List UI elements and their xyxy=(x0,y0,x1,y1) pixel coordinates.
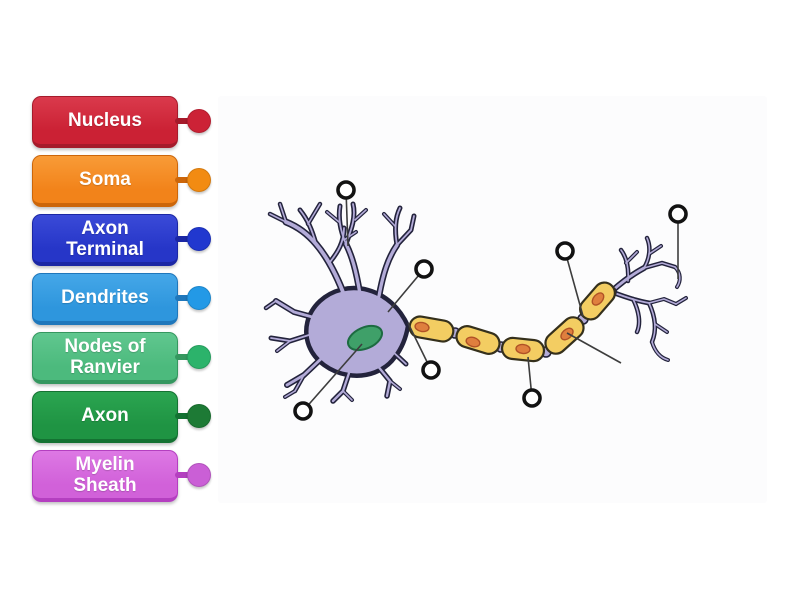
schwann-cell-nuclei xyxy=(414,292,605,355)
drop-target-soma[interactable] xyxy=(414,259,434,279)
connector-stem xyxy=(175,235,194,242)
neuron-artwork xyxy=(266,204,688,401)
drop-target-markers xyxy=(293,180,688,421)
connector-dot-icon xyxy=(187,226,211,251)
label-nodes-of-ranvier[interactable]: Nodes of Ranvier xyxy=(32,332,211,384)
label-axon-terminal[interactable]: Axon Terminal xyxy=(32,214,211,266)
label-dendrites[interactable]: Dendrites xyxy=(32,273,211,325)
label-text: Axon xyxy=(81,405,129,426)
connector-stem xyxy=(175,294,194,301)
label-myelin-sheath[interactable]: Myelin Sheath xyxy=(32,450,211,502)
label-soma[interactable]: Soma xyxy=(32,155,211,207)
label-text: Nucleus xyxy=(68,110,142,131)
connector-stem xyxy=(175,176,194,183)
label-nucleus[interactable]: Nucleus xyxy=(32,96,211,148)
connector-stem xyxy=(175,412,194,419)
drop-target-node-of-ranvier[interactable] xyxy=(555,241,575,261)
label-text: Nodes of Ranvier xyxy=(64,335,146,378)
schwann-pointer-line xyxy=(566,332,622,364)
cell-nucleus xyxy=(347,324,383,352)
label-text: Axon Terminal xyxy=(66,217,144,260)
pointer-lines xyxy=(302,189,679,412)
drop-target-axon-hillock[interactable] xyxy=(421,360,441,380)
connector-stem xyxy=(175,353,194,360)
connector-dot-icon xyxy=(187,344,211,369)
connector-stem xyxy=(175,471,194,478)
drop-target-myelin[interactable] xyxy=(522,388,542,408)
connector-dot-icon xyxy=(187,462,211,487)
drop-target-dendrites[interactable] xyxy=(336,180,356,200)
label-text: Soma xyxy=(79,169,131,190)
connector-dot-icon xyxy=(187,108,211,133)
connector-dot-icon xyxy=(187,285,211,310)
connector-stem xyxy=(175,117,194,124)
connector-dot-icon xyxy=(187,403,211,428)
drop-target-axon-terminal[interactable] xyxy=(668,204,688,224)
label-text: Dendrites xyxy=(61,287,149,308)
label-axon[interactable]: Axon xyxy=(32,391,211,443)
label-text: Myelin Sheath xyxy=(73,453,137,496)
diagram-canvas xyxy=(218,96,767,503)
drop-target-node-of-ranvier-line xyxy=(564,250,584,317)
connector-dot-icon xyxy=(187,167,211,192)
drop-target-nucleus[interactable] xyxy=(293,401,313,421)
drop-target-nucleus-line xyxy=(302,343,363,412)
